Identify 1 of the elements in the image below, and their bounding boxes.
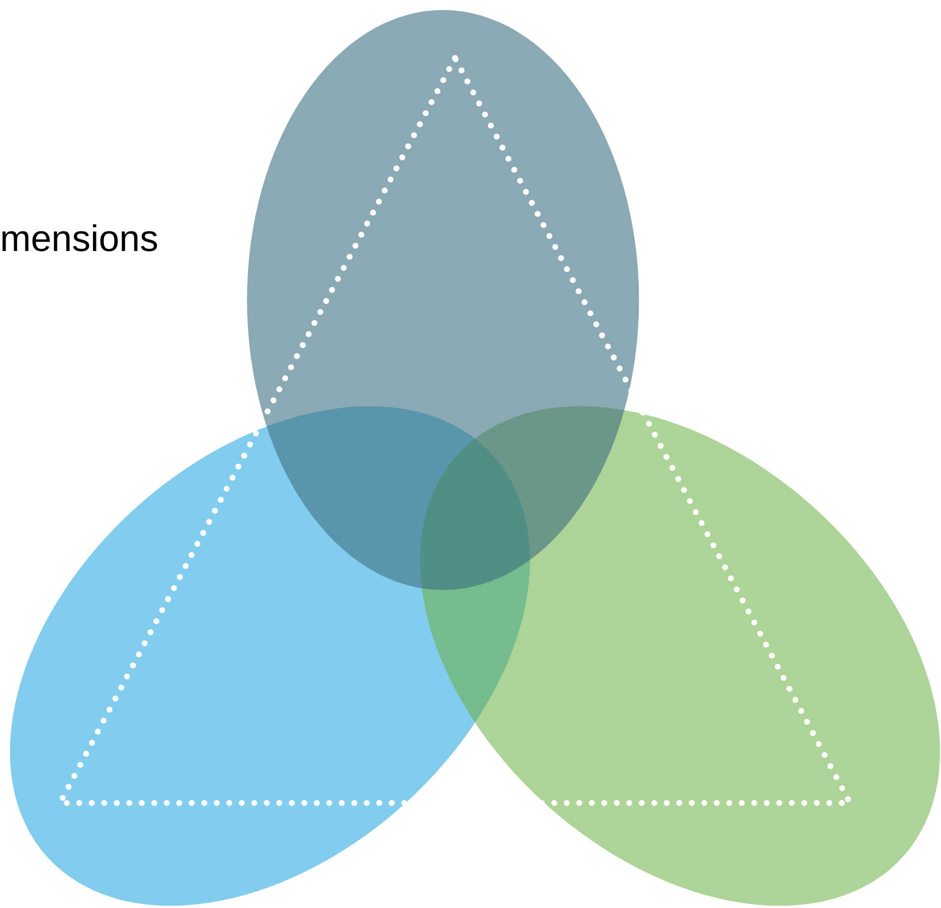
diagram-label: mensions (0, 218, 158, 260)
